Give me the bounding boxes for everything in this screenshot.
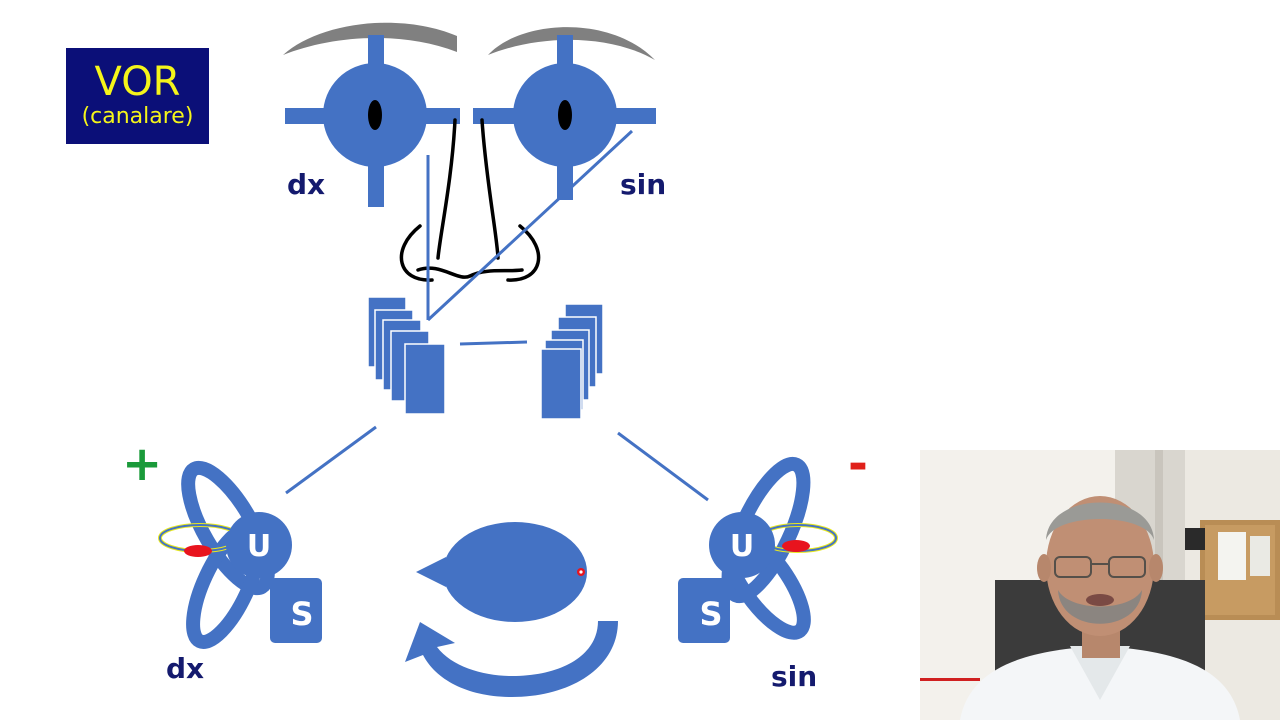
neural-pathways	[285, 129, 709, 502]
left-utricle-label: U	[730, 529, 754, 564]
presenter-video-image	[920, 450, 1280, 720]
left-eyebrow	[488, 27, 655, 61]
left-saccule	[678, 578, 730, 643]
head-nose-pointer	[416, 557, 446, 587]
eye-right-label: dx	[287, 168, 326, 201]
ear-left-label: sin	[771, 660, 818, 693]
left-saccule-label: S	[699, 595, 722, 633]
right-utricle-label: U	[247, 529, 271, 564]
right-cupula	[184, 545, 212, 557]
minus-sign: -	[848, 436, 868, 492]
right-saccule	[270, 578, 322, 643]
left-eye	[473, 35, 656, 200]
plus-sign: +	[122, 436, 163, 492]
eye-left-label: sin	[620, 168, 667, 201]
ear-right-label: dx	[166, 652, 205, 685]
right-eye	[285, 35, 460, 207]
left-pupil	[558, 100, 572, 130]
head-top-view	[416, 522, 587, 622]
right-labyrinth	[158, 460, 322, 649]
title-box: VOR (canalare)	[66, 48, 209, 144]
title-main: VOR	[94, 59, 181, 105]
right-saccule-label: S	[290, 595, 313, 633]
rotation-arrow	[405, 621, 618, 697]
right-pupil	[368, 100, 382, 130]
right-eyebrow	[283, 22, 457, 55]
left-labyrinth	[678, 456, 838, 643]
right-nuclei	[367, 296, 446, 415]
left-nuclei	[540, 303, 604, 420]
nose	[399, 118, 541, 282]
left-cupula	[782, 540, 810, 552]
presenter-webcam	[920, 450, 1280, 720]
title-sub: (canalare)	[81, 104, 194, 129]
